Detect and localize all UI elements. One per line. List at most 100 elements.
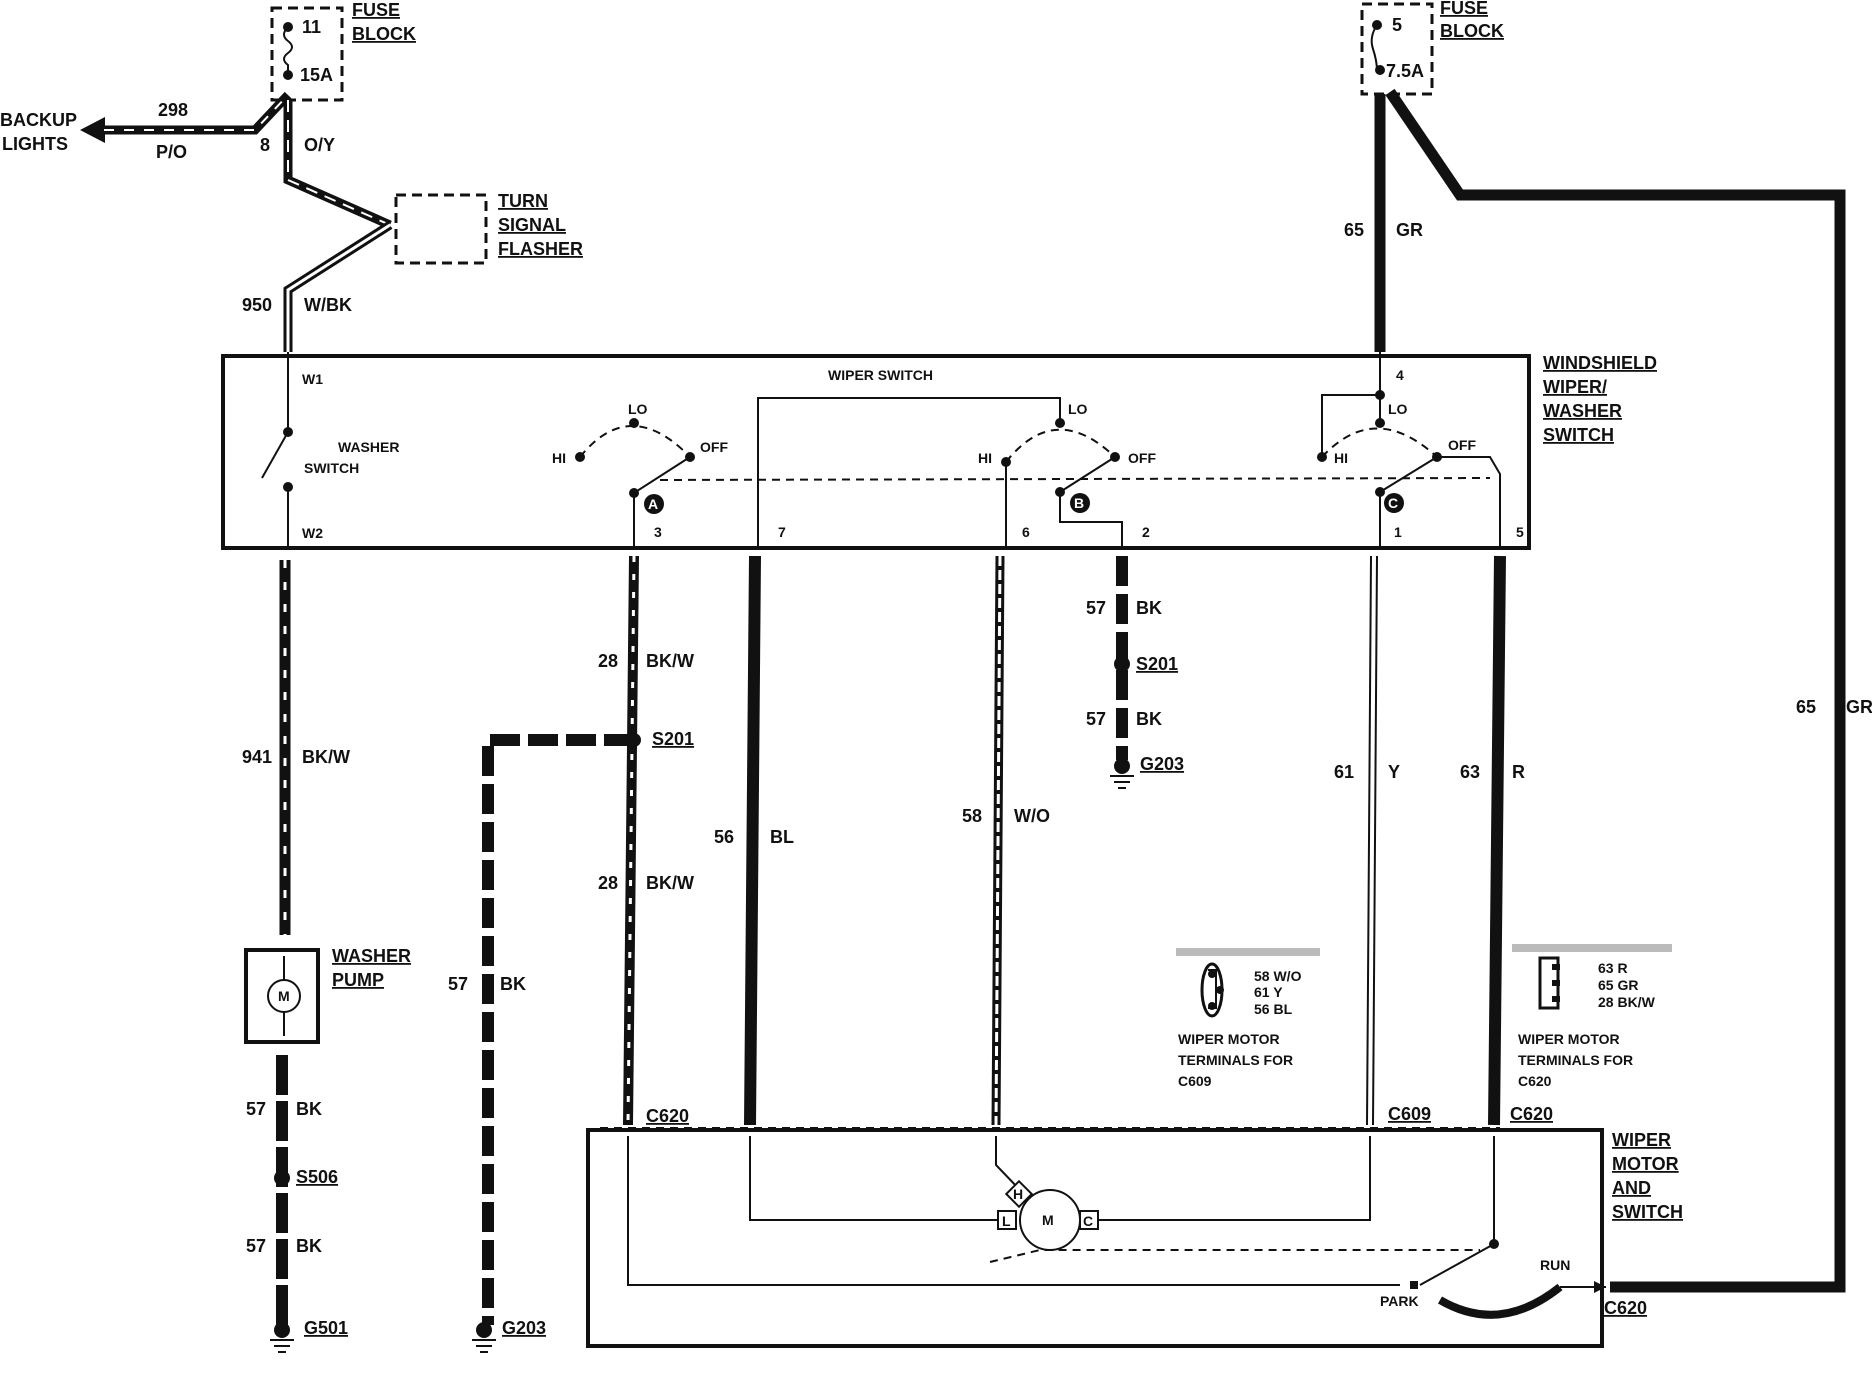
pin-w1: W1 [302,371,323,387]
wire-65-gr: 65 GR 65 GR [1344,88,1872,1293]
a-off: OFF [700,439,728,455]
c-off: OFF [1448,437,1476,453]
wire-57-left-color: BK [500,974,526,994]
washer-pump-l2: PUMP [332,970,384,990]
wire-298-circuit: 298 [158,100,188,120]
ground-g203-left: G203 [502,1318,546,1338]
c609-caption1: WIPER MOTOR [1178,1031,1280,1047]
motor-l-terminal: L [1002,1213,1011,1229]
wire-298-color: P/O [156,142,187,162]
motor-box-title4: SWITCH [1612,1202,1683,1222]
motor-box-title2: MOTOR [1612,1154,1679,1174]
washer-pump: M WASHER PUMP [244,946,411,1044]
washer-switch-l2: SWITCH [304,460,359,476]
wire-941-circuit: 941 [242,747,272,767]
a-lo: LO [628,401,648,417]
wire-28-a-color: BK/W [646,651,694,671]
c620-caption1: WIPER MOTOR [1518,1031,1620,1047]
wire-28-b-color: BK/W [646,873,694,893]
a-marker: A [648,496,658,512]
pin-w2: W2 [302,525,323,541]
windshield-wiper-washer-switch: WINDSHIELD WIPER/ WASHER SWITCH WIPER SW… [221,352,1657,550]
b-lo: LO [1068,401,1088,417]
flasher-l1: TURN [498,191,548,211]
b-marker: B [1074,495,1084,511]
motor-box-title1: WIPER [1612,1130,1671,1150]
wire-56-circuit: 56 [714,827,734,847]
fuse-right-title1: FUSE [1440,0,1488,18]
washer-pump-l1: WASHER [332,946,411,966]
connector-c609: C609 [1388,1104,1431,1124]
wire-63-circuit: 63 [1460,762,1480,782]
wire-58-circuit: 58 [962,806,982,826]
wire-65-right-circuit: 65 [1796,697,1816,717]
c-marker: C [1388,495,1398,511]
wire-65-top-color: GR [1396,220,1423,240]
pin-7: 7 [778,524,786,540]
ground-g203-mid: G203 [1140,754,1184,774]
pin-1: 1 [1394,524,1402,540]
b-off: OFF [1128,450,1156,466]
c609-term-1: 58 W/O [1254,968,1302,984]
wire-950-circuit: 950 [242,295,272,315]
c609-terminal-detail: 58 W/O 61 Y 56 BL WIPER MOTOR TERMINALS … [1176,948,1320,1089]
fuse-left-rating: 15A [300,65,333,85]
wire-65-right-color: GR [1846,697,1872,717]
c620-caption2: TERMINALS FOR [1518,1052,1633,1068]
wire-58-color: W/O [1014,806,1050,826]
wire-8: 8 O/Y [260,100,392,230]
wire-941-color: BK/W [302,747,350,767]
splice-s201-mid: S201 [1136,654,1178,674]
wire-56-color: BL [770,827,794,847]
c620-term-1: 63 R [1598,960,1628,976]
c609-caption2: TERMINALS FOR [1178,1052,1293,1068]
wire-28: 28 BK/W S201 28 BK/W [598,555,694,1126]
wire-57-mid-ground: 57 BK S201 57 BK G203 [1086,556,1184,789]
wire-57-mid-b-circuit: 57 [1086,709,1106,729]
ground-g501: G501 [304,1318,348,1338]
switch-title1: WINDSHIELD [1543,353,1657,373]
wiper-switch-label: WIPER SWITCH [828,367,933,383]
fuse-left-title1: FUSE [352,0,400,20]
motor-park-label: PARK [1380,1293,1419,1309]
motor-box-title3: AND [1612,1178,1651,1198]
pin-2: 2 [1142,524,1150,540]
turn-signal-flasher: TURN SIGNAL FLASHER [394,191,583,265]
pin-4: 4 [1396,367,1404,383]
wire-950-color: W/BK [304,295,352,315]
wiper-motor-and-switch: WIPER MOTOR AND SWITCH RUN PARK M H L C [586,1127,1683,1348]
wire-298-backup: BACKUP LIGHTS 298 P/O [0,91,292,162]
fuse-left-number: 11 [302,17,321,37]
c-lo: LO [1388,401,1408,417]
fuse-right-title2: BLOCK [1440,21,1504,41]
wire-8-color: O/Y [304,135,335,155]
connector-c620-right: C620 [1604,1298,1647,1318]
wire-61-circuit: 61 [1334,762,1354,782]
fuse-block-right: 5 7.5A FUSE BLOCK [1360,0,1504,96]
connector-c620-left: C620 [646,1106,689,1126]
wire-57-left-circuit: 57 [448,974,468,994]
c620-term-2: 65 GR [1598,977,1638,993]
wire-57-pump-b-color: BK [296,1236,322,1256]
connector-labels: C620 C609 C620 C620 [646,1104,1647,1318]
wire-57-pump-b-circuit: 57 [246,1236,266,1256]
wire-57-left-ground: 57 BK G203 [448,734,634,1353]
a-hi: HI [552,450,566,466]
wire-28-b-circuit: 28 [598,873,618,893]
pin-5: 5 [1516,524,1524,540]
wire-65-top-circuit: 65 [1344,220,1364,240]
pin-3: 3 [654,524,662,540]
wire-8-circuit: 8 [260,135,270,155]
wire-57-mid-b-color: BK [1136,709,1162,729]
c609-term-3: 56 BL [1254,1001,1293,1017]
wire-63: 63 R [1460,555,1525,1126]
backup-label1: BACKUP [0,110,77,130]
c609-caption3: C609 [1178,1073,1212,1089]
washer-switch-l1: WASHER [338,439,399,455]
backup-label2: LIGHTS [2,134,68,154]
c620-caption3: C620 [1518,1073,1552,1089]
wire-950: 950 W/BK [242,221,393,352]
fuse-block-left: 11 15A FUSE BLOCK [270,0,416,102]
c620-terminal-detail: 63 R 65 GR 28 BK/W WIPER MOTOR TERMINALS… [1512,944,1672,1089]
